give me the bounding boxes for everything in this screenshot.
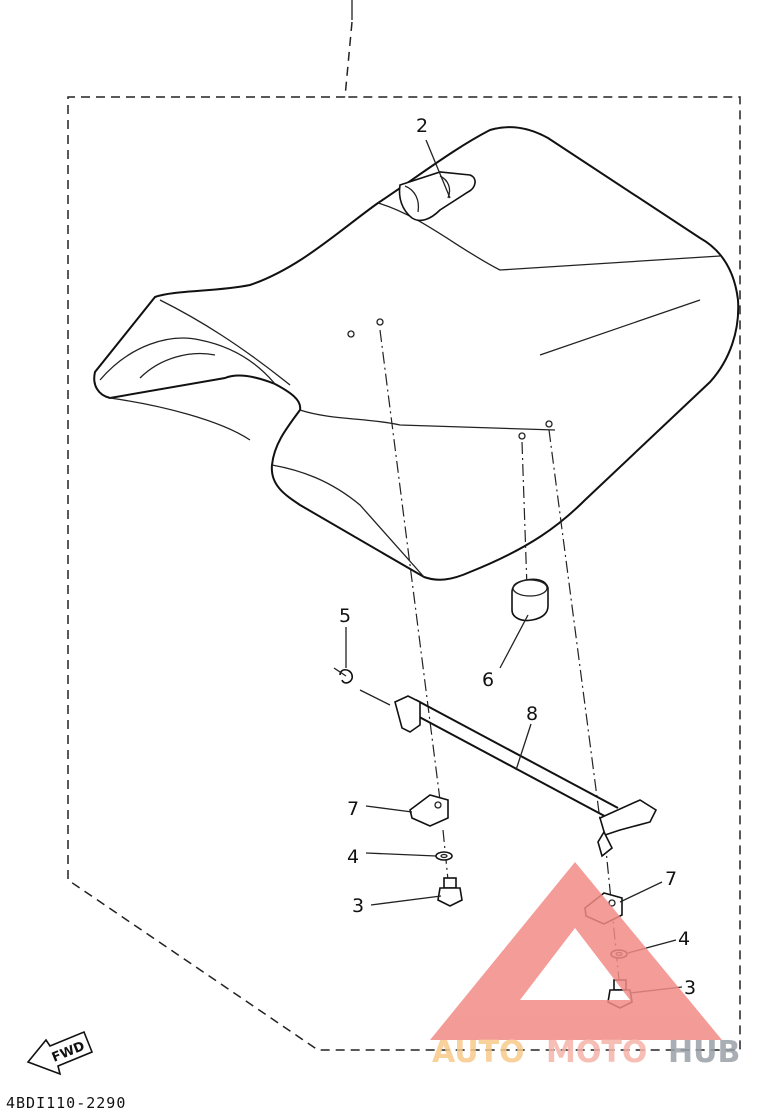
callout-2: 2 bbox=[416, 115, 428, 137]
seat bbox=[93, 126, 740, 581]
bracket-part-left bbox=[409, 794, 449, 827]
drawing-code: 4BDI110-2290 bbox=[6, 1094, 126, 1112]
callout-7-left: 7 bbox=[347, 798, 359, 820]
forward-arrow-icon: FWD bbox=[26, 1030, 94, 1076]
watermark-auto: AUTO bbox=[432, 1035, 525, 1070]
watermark-triangle-icon bbox=[430, 862, 722, 1040]
callout-labels: 2 5 6 8 7 4 3 7 4 3 bbox=[339, 115, 696, 999]
watermark-logo: AUTO MOTO HUB bbox=[430, 862, 740, 1070]
callout-3-left: 3 bbox=[352, 895, 364, 917]
leader-lines bbox=[345, 139, 683, 994]
callout-4-left: 4 bbox=[347, 846, 359, 868]
callout-8: 8 bbox=[526, 703, 538, 725]
callout-7-right: 7 bbox=[665, 868, 677, 890]
watermark-hub: HUB bbox=[668, 1035, 740, 1070]
clip-part bbox=[333, 667, 354, 684]
seat-bracket-rod bbox=[359, 689, 658, 858]
assembly-boundary bbox=[67, 0, 741, 1051]
damper-part bbox=[511, 578, 549, 622]
washer-left bbox=[435, 851, 453, 861]
watermark-moto: MOTO bbox=[546, 1035, 647, 1070]
callout-3-right: 3 bbox=[684, 977, 696, 999]
bolt-left bbox=[437, 877, 463, 907]
callout-6: 6 bbox=[482, 669, 494, 691]
callout-5: 5 bbox=[339, 605, 351, 627]
callout-4-right: 4 bbox=[678, 928, 690, 950]
